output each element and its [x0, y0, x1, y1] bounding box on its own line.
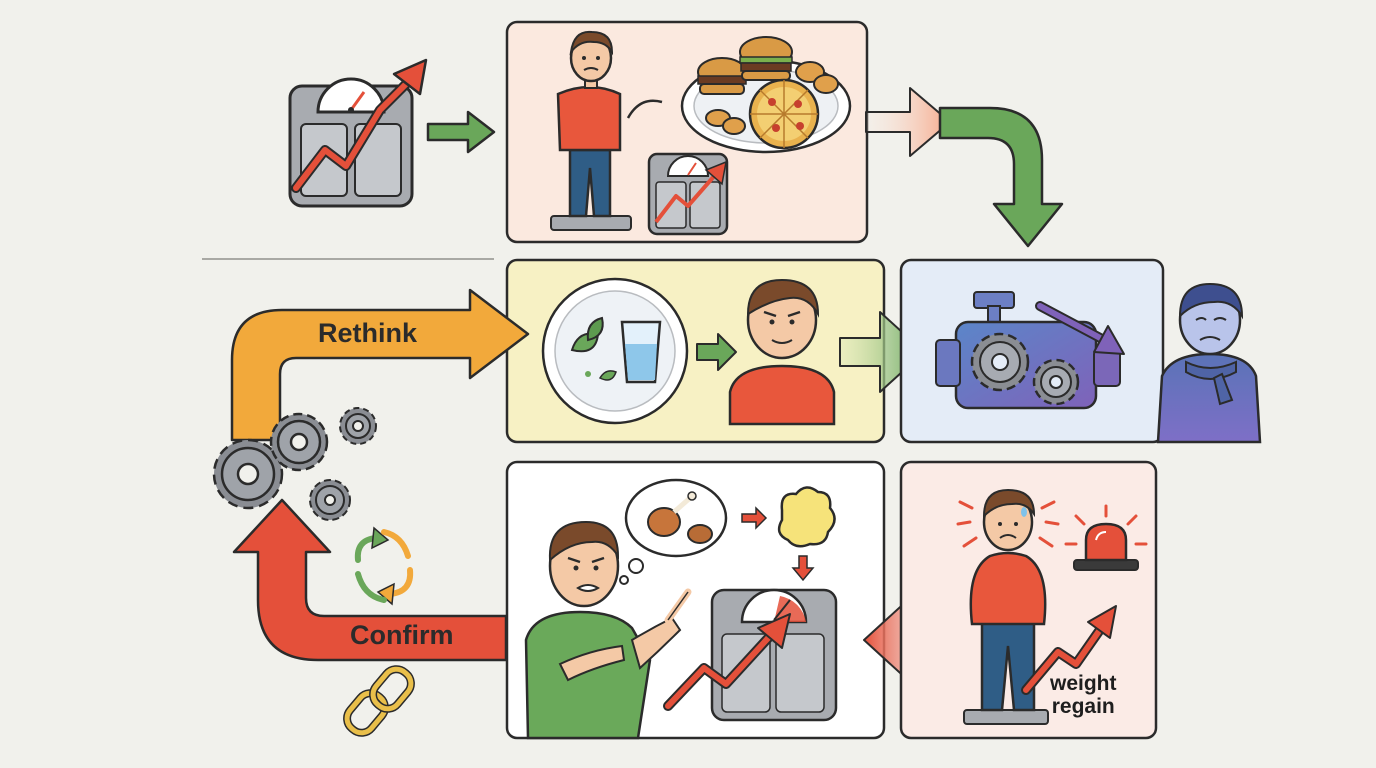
arrow-down-to-metabolism: [938, 106, 1064, 248]
worried-man-figure: [963, 488, 1049, 725]
thought-bubble-icon: [619, 478, 728, 585]
rethink-arrow: [230, 288, 530, 442]
man-standing-figure: [550, 30, 632, 231]
rethink-label: Rethink: [318, 318, 418, 348]
arrow-diet-to-man: [696, 333, 737, 371]
confirm-arrow: [232, 498, 508, 662]
decline-arrowhead: [1093, 325, 1125, 355]
weight-word: weight: [1050, 672, 1117, 695]
arrow-scale-to-overeating: [426, 110, 496, 154]
fat-blob-icon: [777, 486, 836, 548]
gaze-line: [626, 99, 663, 119]
arrow-fat-to-scale: [791, 555, 815, 582]
pointing-man-figure: [524, 520, 692, 740]
refresh-cycle-icon: [354, 526, 414, 606]
sad-person-figure: [1156, 282, 1262, 444]
chain-link-icon: [343, 665, 415, 737]
healthy-plate-icon: [541, 277, 689, 425]
arrow-overeating-out: [865, 87, 951, 157]
small-scale-icon: [647, 152, 729, 236]
alarm-lines: [956, 500, 1060, 548]
decline-arrow-icon: [1037, 303, 1107, 343]
regain-word: regain: [1051, 695, 1115, 718]
confirm-label: Confirm: [350, 620, 454, 650]
metabolism-engine-icon: [935, 291, 1121, 410]
water-glass-icon: [620, 320, 662, 384]
gear-icon: [212, 407, 377, 521]
trend-line: [293, 79, 411, 191]
weight-regain-label: weight regain: [1050, 672, 1117, 718]
junk-food-plate-icon: [680, 36, 852, 154]
scale-trend-arrowhead: [757, 613, 791, 649]
trend-arrowhead: [392, 58, 428, 96]
large-scale-icon: [710, 588, 838, 722]
regain-trend-line: [1023, 621, 1107, 693]
scale-trend-line: [665, 633, 773, 709]
determined-man-figure: [728, 278, 836, 426]
chicken-leg-icon: [647, 491, 697, 537]
regain-trend-arrowhead: [1087, 605, 1117, 639]
alarm-siren-icon: [1064, 504, 1148, 571]
arrow-food-to-fat: [741, 506, 768, 530]
